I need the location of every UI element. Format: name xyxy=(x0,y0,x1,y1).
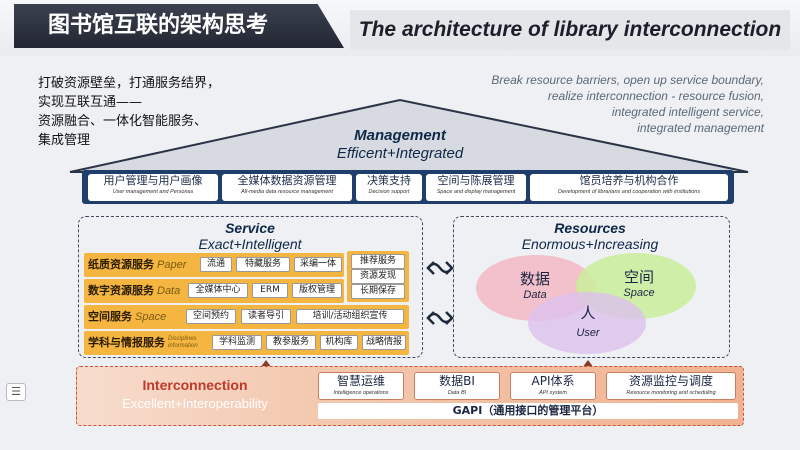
service-chip[interactable]: 特藏服务 xyxy=(236,257,290,272)
management-item-en: Decision support xyxy=(368,189,410,195)
service-panel xyxy=(78,216,423,358)
service-side-chip[interactable]: 资源发现 xyxy=(351,269,405,284)
management-item-zh: 全媒体数据资源管理 xyxy=(237,174,337,187)
intro-text-cn: 打破资源壁垒，打通服务结界， 实现互联互通—— 资源融合、一体化智能服务、 集成… xyxy=(38,76,221,148)
interconnection-item-en: Data BI xyxy=(447,390,467,396)
interconnection-item-en: API system xyxy=(539,390,567,396)
interconnection-item: 智慧运维 Intelligence operations xyxy=(318,372,404,400)
interconnection-item-zh: 智慧运维 xyxy=(336,374,385,388)
interconnection-item-zh: API体系 xyxy=(531,374,575,388)
exchange-arrows-top xyxy=(426,261,454,275)
management-item: 馆员培养与机构合作 Development of librarians and … xyxy=(530,174,728,201)
interconnection-item-en: Intelligence operations xyxy=(333,390,389,396)
resources-title: Resources xyxy=(554,220,626,236)
management-item-en: Development of librarians and cooperatio… xyxy=(557,189,701,195)
service-subtitle: Exact+Intelligent xyxy=(198,236,302,252)
management-item-zh: 空间与陈展管理 xyxy=(437,174,515,187)
service-title: Service xyxy=(225,220,275,236)
service-chip[interactable]: 全媒体中心 xyxy=(188,283,248,298)
slide-title-en: The architecture of library interconnect… xyxy=(350,10,790,50)
management-item-zh: 用户管理与用户画像 xyxy=(103,174,203,187)
menu-icon[interactable]: ☰ xyxy=(6,383,26,401)
management-item-en: User management and Personas xyxy=(112,189,194,195)
management-subtitle: Efficent+Integrated xyxy=(336,145,464,162)
service-chip[interactable]: 培训/活动组织宣传 xyxy=(296,309,404,324)
management-title: Management xyxy=(354,127,446,144)
service-chip[interactable]: ERM xyxy=(252,283,288,298)
interconnection-item: 数据BI Data BI xyxy=(414,372,500,400)
management-item-zh: 决策支持 xyxy=(367,174,411,187)
service-chip[interactable]: 战略情报 xyxy=(362,335,406,350)
service-side-chip[interactable]: 推荐服务 xyxy=(351,254,405,269)
user-label: 人 User xyxy=(553,302,623,339)
space-label-en: Space xyxy=(623,287,655,299)
data-label-zh: 数据 xyxy=(519,270,550,288)
interconnection-item: API体系 API system xyxy=(510,372,596,400)
space-label-zh: 空间 xyxy=(623,268,654,286)
management-item: 空间与陈展管理 Space and display management xyxy=(426,174,526,201)
intro-text-en: Break resource barriers, open up service… xyxy=(491,73,764,135)
management-item-en: Space and display management xyxy=(436,189,516,195)
interconnection-item-zh: 资源监控与调度 xyxy=(628,374,713,388)
service-chip[interactable]: 采编一体 xyxy=(294,257,342,272)
interconnection-item: 资源监控与调度 Resource monitoring and scheduli… xyxy=(606,372,736,400)
service-side-chip[interactable]: 长期保存 xyxy=(351,284,405,299)
user-label-en: User xyxy=(576,327,600,339)
service-chip[interactable]: 读者导引 xyxy=(241,309,291,324)
interconnection-title: Interconnection xyxy=(142,377,248,393)
interconnection-item-zh: 数据BI xyxy=(439,374,475,388)
service-chip[interactable]: 教参服务 xyxy=(266,335,316,350)
slide-title-cn: 图书馆互联的架构思考 xyxy=(14,4,344,48)
resources-subtitle: Enormous+Increasing xyxy=(521,236,659,252)
service-chip[interactable]: 流通 xyxy=(200,257,232,272)
service-chip[interactable]: 机构库 xyxy=(320,335,358,350)
resources-panel xyxy=(453,216,730,358)
management-item: 用户管理与用户画像 User management and Personas xyxy=(88,174,218,201)
data-label-en: Data xyxy=(523,289,547,301)
interconnection-item-en: Resource monitoring and scheduling xyxy=(626,390,716,396)
service-chip[interactable]: 版权管理 xyxy=(292,283,342,298)
management-item: 决策支持 Decision support xyxy=(356,174,422,201)
exchange-arrows-bottom xyxy=(426,311,454,325)
space-label: 空间 Space xyxy=(604,266,674,299)
service-chip[interactable]: 空间预约 xyxy=(186,309,236,324)
service-chip[interactable]: 学科监测 xyxy=(212,335,262,350)
data-label: 数据 Data xyxy=(500,268,570,301)
gapi-bar: GAPI（通用接口的管理平台） xyxy=(318,403,738,419)
management-item-en: All-media data resource management xyxy=(241,189,333,195)
management-item: 全媒体数据资源管理 All-media data resource manage… xyxy=(222,174,352,201)
interconnection-subtitle: Excellent+Interoperability xyxy=(122,396,268,411)
user-circle xyxy=(528,292,646,354)
user-label-zh: 人 xyxy=(580,304,596,322)
management-item-zh: 馆员培养与机构合作 xyxy=(579,174,679,187)
